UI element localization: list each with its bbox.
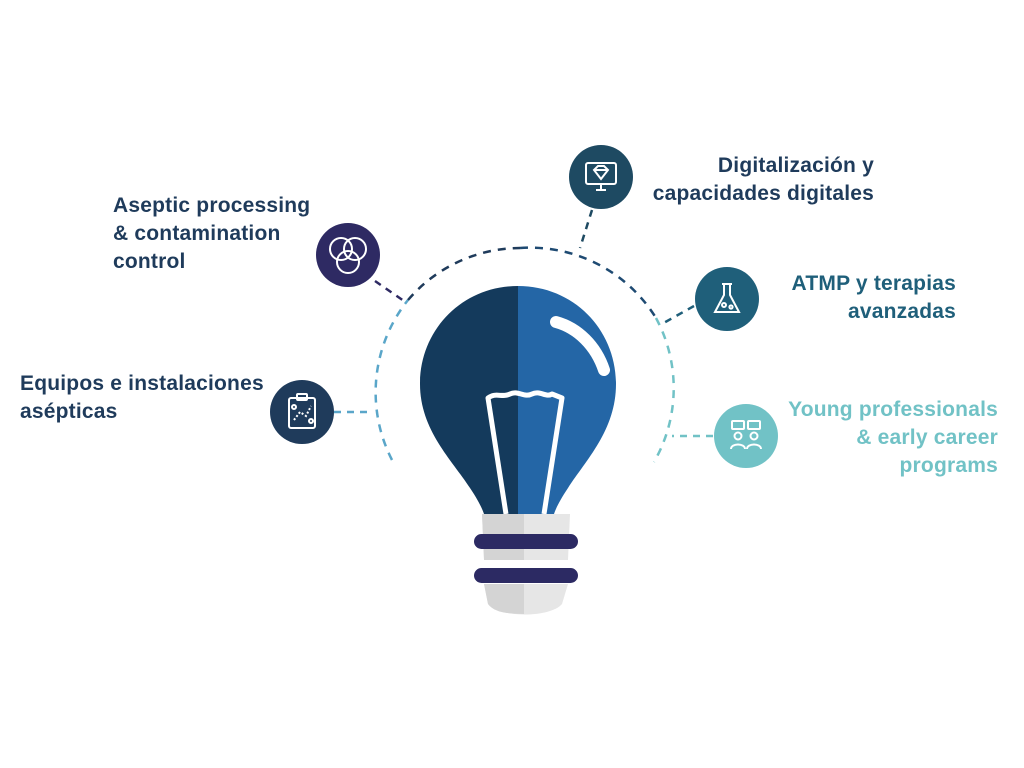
topic-atmp-label: ATMP y terapias avanzadas (792, 270, 956, 326)
topic-equipos-icon-circle (270, 380, 334, 444)
bulb-filament (485, 390, 565, 515)
topic-aseptic-icon-circle (316, 223, 380, 287)
connector-aseptic (374, 279, 405, 303)
label-line: avanzadas (847, 300, 956, 323)
label-line: control (113, 250, 186, 273)
monitor-diamond-icon (585, 162, 617, 191)
label-line: programs (899, 454, 998, 477)
label-line: Digitalización y (717, 154, 874, 177)
label-line: ATMP y terapias (791, 272, 956, 295)
topic-young-icon-circle (714, 404, 778, 468)
bulb-base (474, 514, 578, 615)
label-line: Young professionals (788, 398, 998, 421)
label-line: capacidades digitales (652, 182, 874, 205)
connector-lines (334, 209, 713, 438)
flask-icon (713, 283, 741, 313)
topic-digital-label: Digitalización y capacidades digitales (653, 152, 874, 208)
people-chat-icon (730, 420, 762, 450)
topic-young-label: Young professionals & early career progr… (788, 396, 998, 480)
bulb-highlight (550, 316, 610, 376)
venn-circles-icon (329, 237, 367, 274)
label-line: asépticas (20, 400, 118, 423)
topic-aseptic-label: Aseptic processing & contamination contr… (113, 192, 310, 276)
lightbulb (420, 286, 616, 615)
topic-equipos-label: Equipos e instalaciones asépticas (20, 370, 264, 426)
dashed-halo-arc (374, 246, 675, 463)
connector-digital (578, 209, 594, 249)
label-line: Aseptic processing (113, 194, 311, 217)
connector-atmp (659, 304, 695, 327)
topic-digital-icon-circle (569, 145, 633, 209)
topic-atmp-icon-circle (695, 267, 759, 331)
label-line: & contamination (113, 222, 281, 245)
clipboard-plan-icon (288, 393, 316, 429)
label-line: & early career (856, 426, 998, 449)
bulb-glass (420, 286, 616, 514)
label-line: Equipos e instalaciones (20, 372, 264, 395)
